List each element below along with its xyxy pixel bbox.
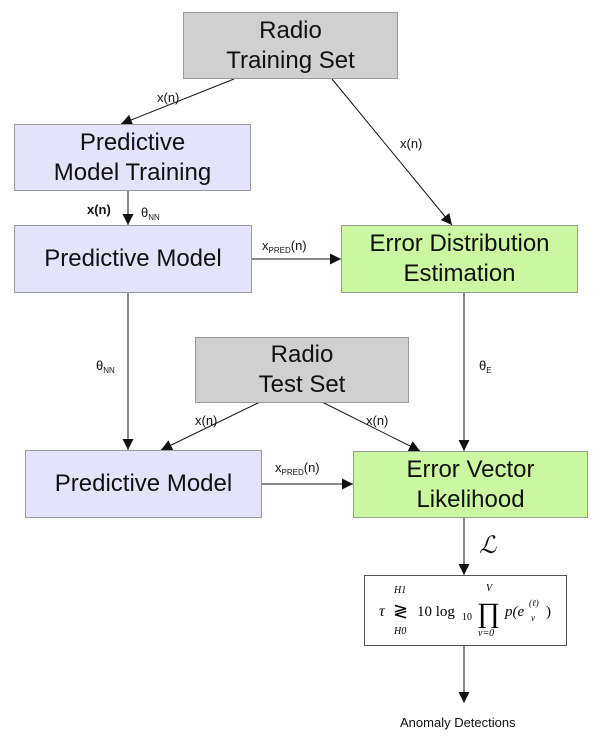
label-pm-to-ede: xPRED(n) [262,238,307,255]
likelihood-symbol-text: ℒ [479,531,497,559]
arrow-train-to-pmt [120,78,235,126]
error-vector-likelihood-node: Error Vector Likelihood [353,451,588,518]
formula-tau: τ [379,603,386,620]
predictive-model-top-label: Predictive Model [44,245,222,272]
predictive-model-bottom-node: Predictive Model [25,450,262,518]
label-pm-to-ede-sub: PRED [268,246,291,255]
predictive-model-training-line1: Predictive [79,128,186,156]
radio-test-set-node: Radio Test Set [195,337,409,403]
label-pmt-to-pm-theta-text: θ [141,205,149,220]
label-train-to-pmt: x(n) [157,90,179,105]
label-ede-to-evl-theta-text: θ [479,358,487,373]
label-train-to-ede: x(n) [400,136,422,151]
formula-ten-log: 10 log [417,604,455,620]
error-distribution-estimation-node: Error Distribution Estimation [341,225,578,293]
formula-h0: H0 [393,626,406,637]
label-ede-to-evl-theta-sub: E [486,366,492,375]
predictive-model-top-node: Predictive Model [14,225,252,293]
radio-training-set-line1: Radio [259,16,322,44]
label-pm-to-ede-suffix: (n) [290,238,307,253]
radio-training-set-line2: Training Set [226,46,355,74]
error-distribution-estimation-line2: Estimation [403,260,516,287]
arrow-test-to-pm2 [160,401,261,451]
label-test-to-evl: x(n) [366,413,388,428]
threshold-formula: τ H1 ≷ H0 10 log 10 V ∏ v=0 p(e (ℓ) v ) [379,583,551,639]
formula-sub-v: v [531,613,535,623]
formula-compare-symbol: ≷ [393,601,408,621]
error-vector-likelihood-line1: Error Vector [406,455,535,483]
label-ede-to-evl-theta: θE [479,358,492,375]
arrow-test-to-evl [321,401,421,452]
label-pm2-to-evl-suffix: (n) [303,460,320,475]
formula-lower-limit: v=0 [478,628,494,639]
arrow-train-to-ede [331,78,453,226]
threshold-formula-node: τ H1 ≷ H0 10 log 10 V ∏ v=0 p(e (ℓ) v ) [364,575,567,646]
label-pm-to-pm2-theta: θNN [96,358,115,375]
label-test-to-evl-text: x(n) [366,413,389,428]
label-pmt-to-pm-x-text: x(n) [87,202,111,217]
output-label-text: Anomaly Detections [400,715,516,730]
label-pm2-to-evl-text: x [275,460,282,475]
predictive-model-training-line2: Model Training [53,158,212,186]
formula-product-symbol: ∏ [477,598,500,629]
output-label: Anomaly Detections [400,715,516,730]
formula-close-paren: ) [546,604,551,620]
formula-log-base: 10 [462,612,472,623]
label-pm-to-pm2-theta-text: θ [96,358,104,373]
label-pm-to-ede-text: x [262,238,269,253]
radio-test-set-line1: Radio [270,341,334,368]
formula-sup-l: (ℓ) [529,598,539,608]
predictive-model-bottom-label: Predictive Model [54,470,233,497]
label-train-to-ede-text: x(n) [400,136,423,151]
radio-test-set-line2: Test Set [258,371,346,398]
label-test-to-pm2: x(n) [195,413,217,428]
likelihood-symbol: ℒ [479,532,496,558]
predictive-model-training-node: Predictive Model Training [14,124,251,191]
label-train-to-pmt-text: x(n) [157,90,180,105]
label-pmt-to-pm-theta-sub: NN [148,213,160,222]
label-test-to-pm2-text: x(n) [195,413,218,428]
formula-upper-limit: V [486,583,494,594]
label-pmt-to-pm-theta: θNN [141,205,160,222]
label-pmt-to-pm-x: x(n) [87,202,111,217]
error-distribution-estimation-line1: Error Distribution [369,230,550,257]
label-pm2-to-evl-sub: PRED [281,468,304,477]
label-pm2-to-evl: xPRED(n) [275,460,320,477]
radio-training-set-node: Radio Training Set [183,12,398,79]
label-pm-to-pm2-theta-sub: NN [103,366,115,375]
error-vector-likelihood-line2: Likelihood [416,485,525,513]
formula-h1: H1 [393,585,406,596]
formula-term: p(e [504,604,524,620]
